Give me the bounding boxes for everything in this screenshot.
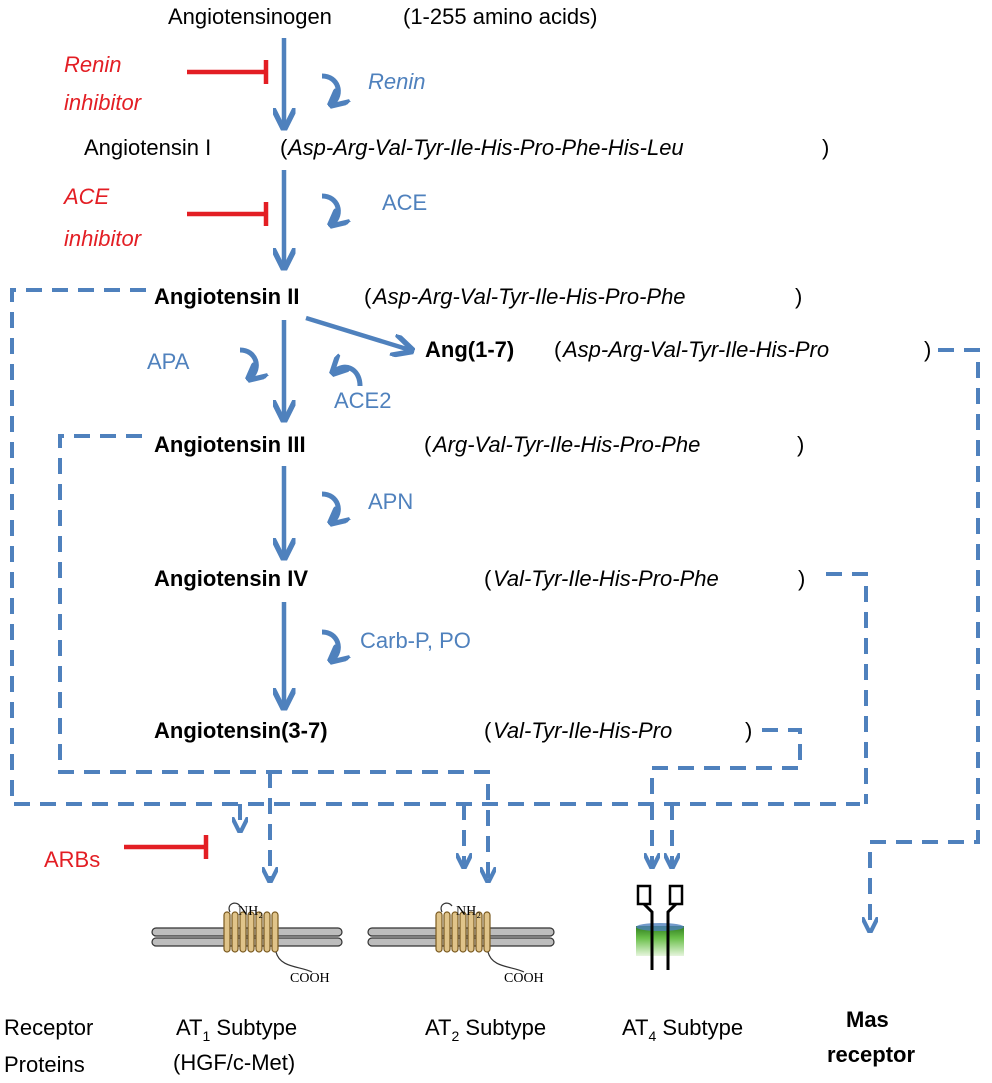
angiotensin-i-name: Angiotensin I bbox=[84, 135, 211, 160]
at2-cooh-label: COOH bbox=[504, 971, 544, 986]
paren-close: ) bbox=[797, 432, 804, 457]
angiotensin-3-7-label: Angiotensin(3-7) ( Val-Tyr-Ile-His-Pro ) bbox=[154, 718, 752, 743]
at4-receptor-glyph bbox=[636, 884, 684, 970]
paren-close: ) bbox=[924, 337, 931, 362]
angiotensinogen-name: Angiotensinogen bbox=[168, 4, 332, 29]
apn-hook-arrow bbox=[321, 491, 338, 522]
at1-nh2-label: NH₂ bbox=[238, 904, 263, 919]
angiotensin-ii-sequence: Asp-Arg-Val-Tyr-Ile-His-Pro-Phe bbox=[371, 284, 686, 309]
receptor-connectors bbox=[10, 288, 980, 930]
renin-inhibitor: Renin inhibitor bbox=[64, 52, 269, 115]
at2-nh2-label: NH₂ bbox=[456, 904, 481, 919]
ace-inhibitor: ACE inhibitor bbox=[62, 184, 269, 251]
paren-open: ( bbox=[484, 718, 492, 743]
enzyme-carb: Carb-P, PO bbox=[360, 628, 471, 653]
at4-membrane-top bbox=[636, 923, 684, 931]
paren-open: ( bbox=[280, 135, 288, 160]
at4-label: AT4 Subtype bbox=[622, 1015, 743, 1044]
ang-1-7-label: Ang(1-7) ( Asp-Arg-Val-Tyr-Ile-His-Pro ) bbox=[425, 337, 931, 362]
paren-close: ) bbox=[798, 566, 805, 591]
angiotensin-i-label: Angiotensin I ( Asp-Arg-Val-Tyr-Ile-His-… bbox=[84, 135, 829, 160]
receptor-row-label-line2: Proteins bbox=[4, 1052, 85, 1077]
angiotensinogen-label: Angiotensinogen (1-255 amino acids) bbox=[168, 4, 597, 29]
angiotensin-iii-label: Angiotensin III ( Arg-Val-Tyr-Ile-His-Pr… bbox=[154, 432, 804, 457]
arrow-ang2-to-ang-1-7 bbox=[305, 315, 410, 350]
ang4-connector bbox=[826, 572, 868, 804]
paren-open: ( bbox=[484, 566, 492, 591]
mas-label-line2: receptor bbox=[827, 1042, 915, 1067]
ace-inhibitor-line1: ACE bbox=[62, 184, 110, 209]
cascade-arrows bbox=[284, 38, 410, 706]
ace2-hook-arrow bbox=[334, 367, 363, 387]
angiotensin-iv-name: Angiotensin IV bbox=[154, 566, 308, 591]
receptor-row-label-line1: Receptor bbox=[4, 1015, 93, 1040]
enzyme-ace: ACE bbox=[382, 190, 427, 215]
ace-inhibitor-line2: inhibitor bbox=[64, 226, 143, 251]
ang-1-7-to-mas bbox=[870, 348, 980, 930]
ace-hook-arrow bbox=[321, 193, 338, 224]
angiotensin-iii-name: Angiotensin III bbox=[154, 432, 306, 457]
ang-1-7-name: Ang(1-7) bbox=[425, 337, 514, 362]
enzyme-ace2: ACE2 bbox=[334, 388, 391, 413]
at1-receptor-glyph: NH₂ COOH bbox=[151, 902, 343, 986]
angiotensin-3-7-sequence: Val-Tyr-Ile-His-Pro bbox=[493, 718, 672, 743]
apa-hook-arrow bbox=[239, 347, 256, 378]
at4-left-head bbox=[636, 884, 652, 906]
arbs-label: ARBs bbox=[44, 847, 100, 872]
renin-inhibitor-line2: inhibitor bbox=[64, 90, 143, 115]
angiotensinogen-sequence: (1-255 amino acids) bbox=[403, 4, 597, 29]
paren-open: ( bbox=[424, 432, 432, 457]
enzyme-apn: APN bbox=[368, 489, 413, 514]
ang3-to-at2 bbox=[58, 434, 488, 880]
angiotensin-iv-sequence: Val-Tyr-Ile-His-Pro-Phe bbox=[493, 566, 719, 591]
at1-cooh-label: COOH bbox=[290, 971, 330, 986]
carb-hook-arrow bbox=[321, 629, 338, 660]
at1-label-line2: (HGF/c-Met) bbox=[173, 1050, 295, 1075]
angiotensin-ii-name: Angiotensin II bbox=[154, 284, 299, 309]
renin-hook-arrow bbox=[321, 73, 338, 104]
angiotensin-i-sequence: Asp-Arg-Val-Tyr-Ile-His-Pro-Phe-His-Leu bbox=[286, 135, 684, 160]
at1-membrane bbox=[151, 927, 343, 947]
enzyme-hooks bbox=[239, 73, 363, 660]
paren-open: ( bbox=[554, 337, 562, 362]
paren-close: ) bbox=[822, 135, 829, 160]
angiotensin-3-7-name: Angiotensin(3-7) bbox=[154, 718, 328, 743]
mas-label-line1: Mas bbox=[846, 1007, 889, 1032]
ang-1-7-sequence: Asp-Arg-Val-Tyr-Ile-His-Pro bbox=[561, 337, 829, 362]
angiotensin-iv-label: Angiotensin IV ( Val-Tyr-Ile-His-Pro-Phe… bbox=[154, 566, 805, 591]
angiotensin-iii-sequence: Arg-Val-Tyr-Ile-His-Pro-Phe bbox=[431, 432, 700, 457]
ang2-outer-connector bbox=[10, 288, 860, 806]
angiotensin-ii-label: Angiotensin II ( Asp-Arg-Val-Tyr-Ile-His… bbox=[154, 284, 802, 309]
paren-close: ) bbox=[745, 718, 752, 743]
renin-inhibitor-line1: Renin bbox=[64, 52, 121, 77]
arbs-inhibitor: ARBs bbox=[44, 835, 209, 872]
at2-label: AT2 Subtype bbox=[425, 1015, 546, 1044]
at1-helices bbox=[223, 911, 279, 953]
paren-close: ) bbox=[795, 284, 802, 309]
paren-open: ( bbox=[364, 284, 372, 309]
enzyme-apa: APA bbox=[147, 349, 190, 374]
at1-label: AT1 Subtype bbox=[176, 1015, 297, 1044]
at4-right-head bbox=[668, 884, 684, 906]
ang-3-7-to-at4 bbox=[652, 728, 802, 866]
at2-receptor-glyph: NH₂ COOH bbox=[367, 902, 555, 986]
enzyme-renin: Renin bbox=[368, 69, 425, 94]
at2-helices bbox=[435, 911, 491, 953]
